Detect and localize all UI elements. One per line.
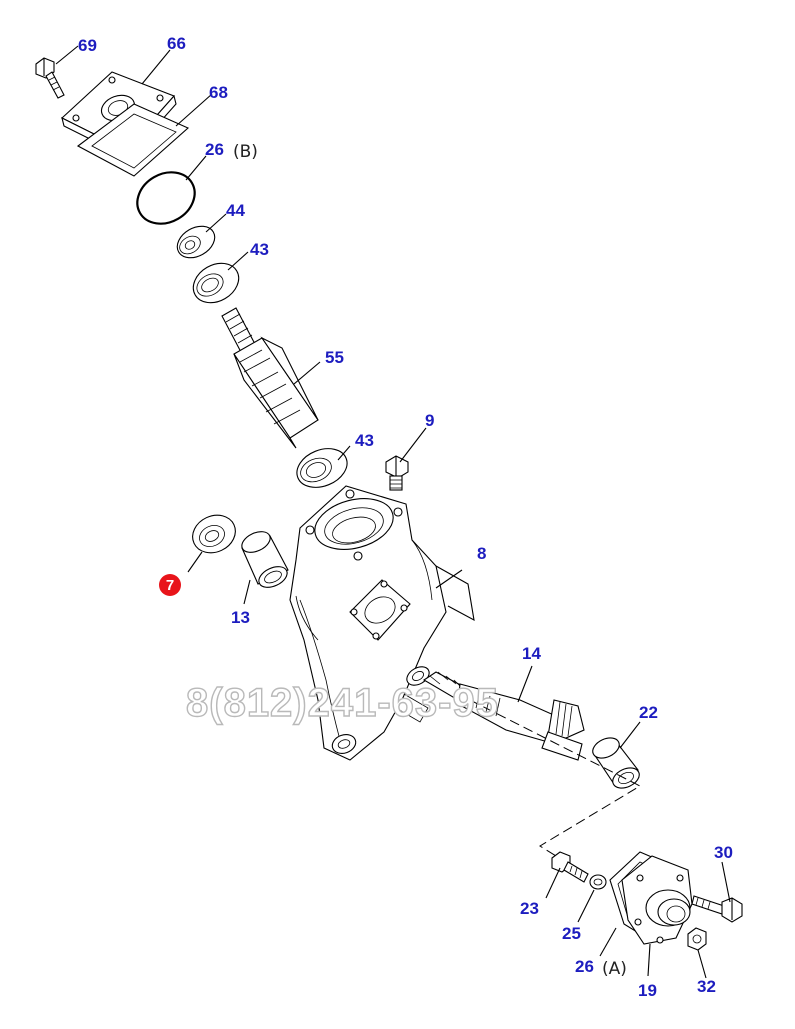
seal-43-middle-drawing <box>296 448 348 488</box>
part-number-19[interactable]: 19 <box>638 981 657 1000</box>
part-number-23[interactable]: 23 <box>520 899 539 918</box>
part-number-66[interactable]: 66 <box>167 34 186 53</box>
bearing-44-drawing <box>176 225 216 259</box>
leader-68 <box>175 93 213 127</box>
part-suffix-26a: (A) <box>602 959 627 979</box>
nut-32-drawing <box>687 927 707 951</box>
part-number-7[interactable]: 7 <box>166 577 174 594</box>
leader-14 <box>517 665 533 703</box>
leader-19 <box>647 943 651 977</box>
leader-44 <box>205 213 227 233</box>
part-number-8[interactable]: 8 <box>477 544 486 563</box>
leader-69 <box>55 45 79 65</box>
leader-9 <box>399 427 427 463</box>
leader-13 <box>243 579 251 605</box>
assembly-connection-line <box>469 699 642 857</box>
bushing-22-drawing <box>592 737 640 789</box>
cover-19-drawing <box>621 855 693 945</box>
leader-26b <box>185 155 207 181</box>
bushing-13-drawing <box>241 531 289 588</box>
bolt-30-drawing <box>691 895 743 923</box>
part-number-26b[interactable]: 26 <box>205 140 224 159</box>
highlight-marker <box>159 574 181 596</box>
leader-7 <box>187 551 203 573</box>
part-number-69[interactable]: 69 <box>78 36 97 55</box>
bolt-23-drawing <box>551 851 589 883</box>
part-number-13[interactable]: 13 <box>231 608 250 627</box>
leader-8 <box>435 569 463 589</box>
part-number-43-middle[interactable]: 43 <box>355 431 374 450</box>
leader-8-bracket <box>435 565 475 622</box>
spool-block-55-drawing <box>221 307 319 449</box>
leader-66 <box>141 49 171 85</box>
part-number-32[interactable]: 32 <box>697 977 716 996</box>
part-number-44[interactable]: 44 <box>226 201 245 220</box>
seal-43-upper-drawing <box>192 262 240 304</box>
part-number-14[interactable]: 14 <box>522 644 541 663</box>
part-number-43-upper[interactable]: 43 <box>250 240 269 259</box>
part-labels: 69 66 68 26 (B) 44 43 55 9 43 8 7 13 14 … <box>78 34 733 1000</box>
bearing-7-drawing <box>192 514 236 554</box>
valve-body-8-drawing <box>289 485 447 761</box>
gasket-68-drawing <box>76 103 190 177</box>
part-number-30[interactable]: 30 <box>714 843 733 862</box>
phone-watermark: 8(812)241-63-95 <box>186 681 499 725</box>
leader-lines <box>55 45 731 979</box>
leader-22 <box>619 721 641 749</box>
part-number-26a[interactable]: 26 <box>575 957 594 976</box>
washer-25-drawing <box>589 874 607 890</box>
part-number-68[interactable]: 68 <box>209 83 228 102</box>
plug-bolt-9-drawing <box>385 455 409 491</box>
leader-30 <box>721 861 731 903</box>
part-number-55[interactable]: 55 <box>325 348 344 367</box>
part-number-25[interactable]: 25 <box>562 924 581 943</box>
part-number-7-highlight[interactable]: 7 <box>159 574 181 596</box>
part-number-9[interactable]: 9 <box>425 411 434 430</box>
leader-26a <box>599 927 617 957</box>
leader-55 <box>293 361 321 385</box>
part-suffix-26b: (B) <box>233 142 258 162</box>
shaft-14-drawing <box>422 671 585 761</box>
part-number-22[interactable]: 22 <box>639 703 658 722</box>
bolt-69-drawing <box>35 57 65 99</box>
leader-43-middle <box>337 445 351 461</box>
leader-25 <box>577 889 595 923</box>
o-ring-26b-drawing <box>136 171 196 225</box>
leader-23 <box>545 867 561 899</box>
leader-32 <box>697 949 707 979</box>
leader-43-upper <box>227 251 249 271</box>
